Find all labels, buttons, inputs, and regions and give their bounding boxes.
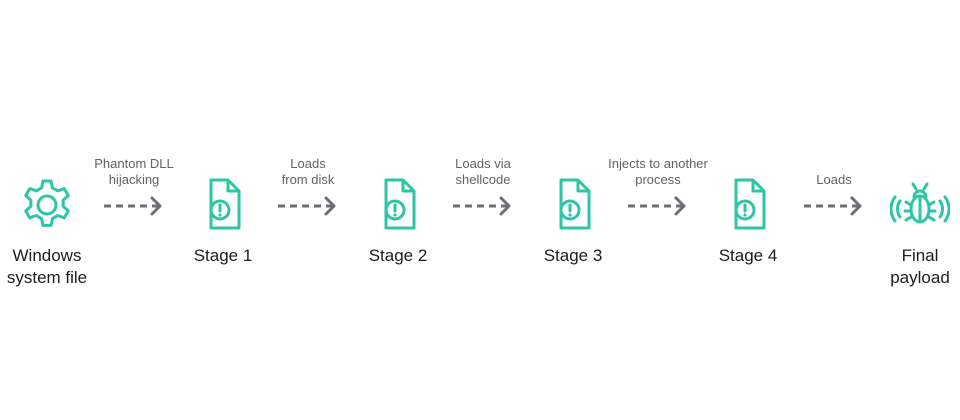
node-label: Stage 1 xyxy=(193,246,253,265)
edge-loads: Loads xyxy=(774,154,894,218)
bug-icon xyxy=(890,182,950,224)
node-label: Stage 2 xyxy=(368,246,428,265)
node-stage-1: Stage 1 xyxy=(178,175,268,267)
edge-label: Loads xyxy=(816,172,852,187)
dashed-arrow-icon xyxy=(278,196,336,216)
edge-label: Loads from disk xyxy=(281,156,335,187)
node-stage-4: Stage 4 xyxy=(703,175,793,267)
edge-phantom-dll-hijacking: Phantom DLL hijacking xyxy=(74,154,194,218)
node-label: Windows system file xyxy=(6,246,88,287)
gear-icon xyxy=(24,179,70,227)
edge-loads-via-shellcode: Loads via shellcode xyxy=(423,154,543,218)
node-stage-3: Stage 3 xyxy=(528,175,618,267)
node-stage-2: Stage 2 xyxy=(353,175,443,267)
dashed-arrow-icon xyxy=(453,196,511,216)
file-alert-icon xyxy=(209,178,241,230)
edge-label: Loads via shellcode xyxy=(455,156,511,187)
file-alert-icon xyxy=(384,178,416,230)
node-label: Stage 4 xyxy=(718,246,778,265)
node-label: Final payload xyxy=(890,246,950,287)
edge-loads-from-disk: Loads from disk xyxy=(248,154,368,218)
file-alert-icon xyxy=(559,178,591,230)
edge-label: Injects to another process xyxy=(608,156,708,187)
node-label: Stage 3 xyxy=(543,246,603,265)
file-alert-icon xyxy=(734,178,766,230)
dashed-arrow-icon xyxy=(104,196,162,216)
node-windows-system-file: Windows system file xyxy=(2,175,92,289)
node-final-payload: Final payload xyxy=(880,175,960,289)
dashed-arrow-icon xyxy=(628,196,686,216)
edge-injects-to-another-process: Injects to another process xyxy=(598,154,718,218)
edge-label: Phantom DLL hijacking xyxy=(94,156,174,187)
dashed-arrow-icon xyxy=(804,196,862,216)
